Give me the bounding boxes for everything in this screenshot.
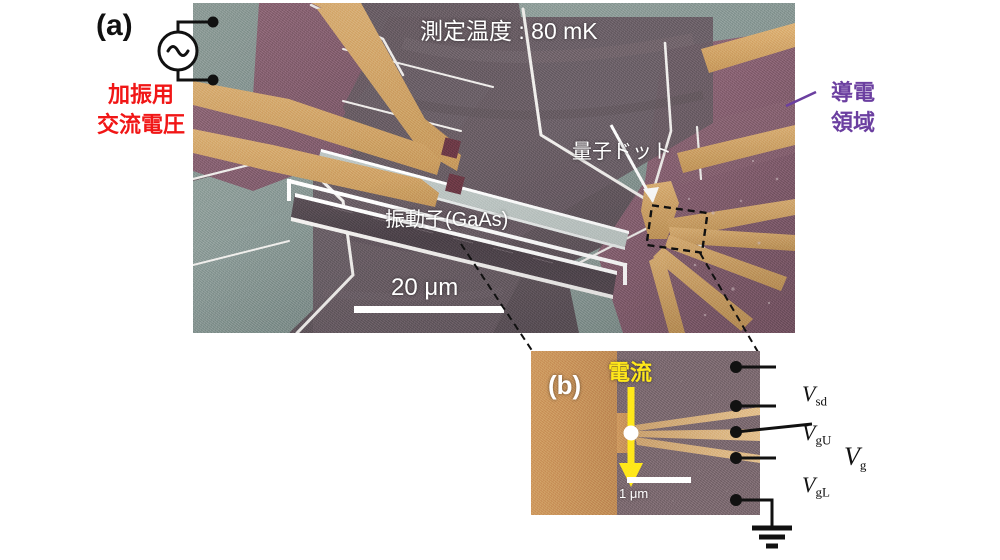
- vsd-symbol: V: [802, 381, 816, 406]
- label-vg: Vg: [818, 412, 866, 504]
- panel-b-sem-image: [531, 351, 760, 515]
- panel-a-letter: (a): [96, 9, 133, 42]
- sem-shading: [193, 3, 795, 333]
- quantum-dot-pointer: [609, 124, 659, 203]
- vgu-symbol: V: [802, 420, 816, 445]
- panel-b-letter: (b): [548, 370, 582, 400]
- resonator-length-bracket: [286, 178, 628, 285]
- vg-subscript: g: [859, 457, 867, 473]
- gate-finger-lower: [635, 437, 760, 463]
- vg-symbol: V: [844, 442, 860, 471]
- panel-b-noise-texture: [531, 351, 760, 515]
- quantum-dot-zoom-box: [645, 203, 709, 255]
- vgl-subscript: gL: [815, 484, 830, 500]
- quantum-dot-label: 量子ドット: [572, 141, 672, 163]
- vgu-subscript: gU: [815, 432, 832, 448]
- resonator-label: 振動子(GaAs): [385, 209, 509, 231]
- measurement-temperature-label: 測定温度 : 80 mK: [420, 18, 598, 44]
- panel-a-sem-vector: [193, 3, 795, 333]
- gate-finger-center: [635, 429, 760, 441]
- excitation-voltage-label-line2: 交流電圧: [96, 112, 185, 137]
- excitation-voltage-label-line1: 加振用: [107, 82, 174, 107]
- zoom-connector-left: [460, 243, 534, 353]
- ac-sine-icon: [166, 45, 190, 57]
- panel-a-sem-image: [193, 3, 795, 333]
- scale-bar-20um: [354, 306, 504, 313]
- panel-b-sem-vector: [531, 351, 760, 515]
- conductive-region-label-line1: 導電: [830, 80, 875, 105]
- label-vgu: VgU: [780, 394, 831, 475]
- gate-finger-upper: [635, 407, 760, 431]
- vsd-subscript: sd: [815, 393, 828, 409]
- scale-bar-1um-label: 1 μm: [619, 486, 649, 501]
- vgl-symbol: V: [802, 472, 816, 497]
- ac-terminal-upper: [207, 16, 219, 28]
- label-vsd: Vsd: [780, 355, 827, 436]
- conductive-region-label-line2: 領域: [830, 110, 875, 135]
- quantum-dot-marker: [623, 425, 639, 441]
- ac-terminal-lower: [207, 74, 219, 86]
- scale-bar-20um-label: 20 μm: [391, 274, 459, 301]
- ground-icon: [752, 525, 792, 549]
- current-label: 電流: [608, 360, 653, 385]
- scale-bar-1um: [627, 477, 691, 483]
- label-vgl: VgL: [780, 446, 830, 527]
- sem-noise-texture: [193, 3, 795, 333]
